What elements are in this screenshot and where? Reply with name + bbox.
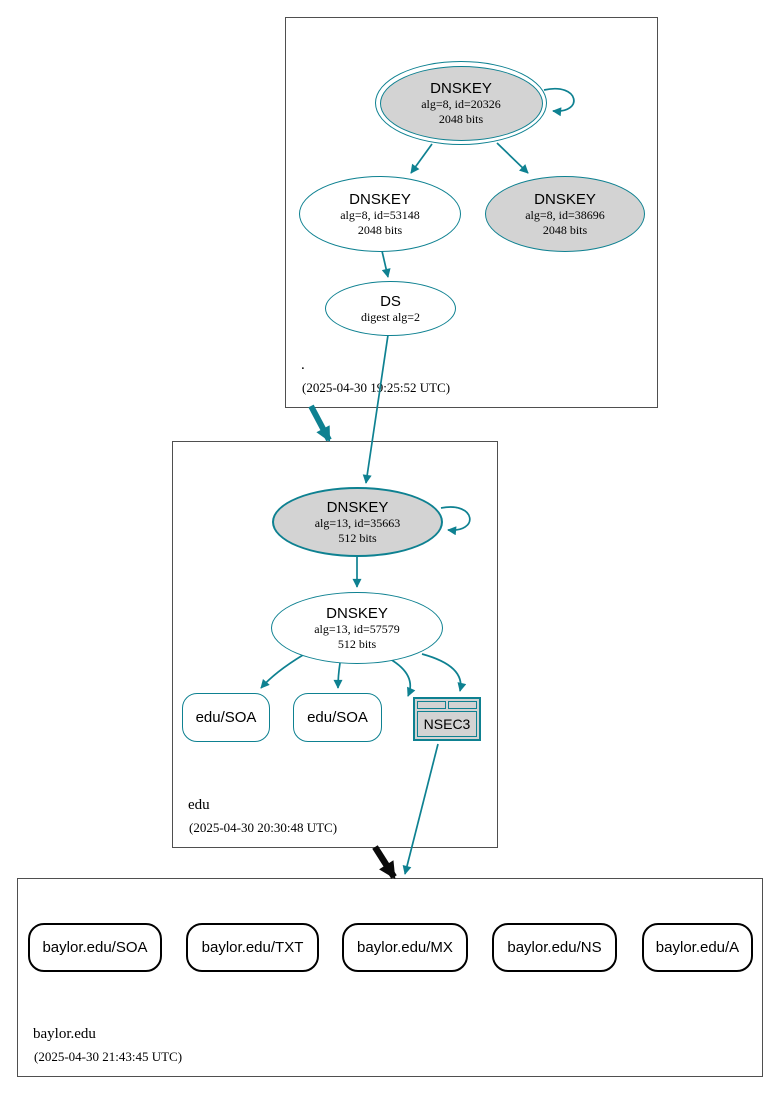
baylor-edu-ns-label: baylor.edu/NS bbox=[507, 939, 602, 956]
zone-box-edu: edu (2025-04-30 20:30:48 UTC) bbox=[172, 441, 498, 848]
baylor-edu-mx-node[interactable]: baylor.edu/MX bbox=[342, 923, 468, 972]
dnskey-53148-title: DNSKEY bbox=[349, 190, 411, 208]
zone-timestamp-baylor-edu: (2025-04-30 21:43:45 UTC) bbox=[34, 1049, 183, 1064]
zone-timestamp-root: (2025-04-30 19:25:52 UTC) bbox=[302, 380, 451, 395]
dnskey-57579-alg-id: alg=13, id=57579 bbox=[314, 622, 400, 637]
baylor-edu-a-node[interactable]: baylor.edu/A bbox=[642, 923, 753, 972]
dnskey-20326-title: DNSKEY bbox=[430, 79, 492, 97]
ds-node[interactable]: DS digest alg=2 bbox=[325, 281, 456, 336]
edu-soa-1-label: edu/SOA bbox=[195, 709, 257, 726]
baylor-edu-soa-label: baylor.edu/SOA bbox=[42, 939, 148, 956]
baylor-edu-txt-node[interactable]: baylor.edu/TXT bbox=[186, 923, 319, 972]
zone-name-root: . bbox=[301, 357, 305, 373]
dnskey-53148-bits: 2048 bits bbox=[357, 222, 403, 237]
zone-name-edu: edu bbox=[188, 797, 210, 813]
dnskey-38696-title: DNSKEY bbox=[534, 190, 596, 208]
zone-timestamp-edu: (2025-04-30 20:30:48 UTC) bbox=[189, 820, 338, 835]
dnskey-38696-alg-id: alg=8, id=38696 bbox=[525, 208, 605, 223]
dnskey-35663-alg-id: alg=13, id=35663 bbox=[314, 516, 401, 531]
nsec3-label: NSEC3 bbox=[417, 711, 477, 737]
edu-soa-node-2[interactable]: edu/SOA bbox=[293, 693, 382, 742]
dnskey-53148-node[interactable]: DNSKEY alg=8, id=53148 2048 bits bbox=[299, 176, 461, 252]
edge-edu-zone-to-baylor-zone bbox=[372, 845, 397, 880]
dnskey-57579-node[interactable]: DNSKEY alg=13, id=57579 512 bits bbox=[271, 592, 443, 664]
baylor-edu-ns-node[interactable]: baylor.edu/NS bbox=[492, 923, 617, 972]
nsec3-header-row bbox=[417, 701, 477, 709]
dnskey-57579-bits: 512 bits bbox=[337, 636, 377, 651]
nsec3-header-cell-2 bbox=[448, 701, 477, 709]
edu-soa-2-label: edu/SOA bbox=[307, 709, 368, 726]
zone-name-baylor-edu: baylor.edu bbox=[33, 1026, 96, 1042]
dnskey-35663-title: DNSKEY bbox=[326, 498, 389, 516]
dnskey-38696-bits: 2048 bits bbox=[542, 222, 588, 237]
nsec3-node[interactable]: NSEC3 bbox=[413, 697, 481, 741]
dnskey-20326-bits: 2048 bits bbox=[438, 111, 484, 126]
baylor-edu-mx-label: baylor.edu/MX bbox=[357, 939, 453, 956]
zone-box-baylor-edu: baylor.edu (2025-04-30 21:43:45 UTC) bbox=[17, 878, 763, 1077]
dnskey-35663-bits: 512 bits bbox=[338, 530, 377, 545]
ds-digest-alg: digest alg=2 bbox=[360, 309, 421, 324]
edge-root-zone-to-edu-zone bbox=[308, 404, 332, 442]
nsec3-header-cell-1 bbox=[417, 701, 446, 709]
edu-soa-node-1[interactable]: edu/SOA bbox=[182, 693, 270, 742]
dnskey-53148-alg-id: alg=8, id=53148 bbox=[340, 208, 420, 223]
baylor-edu-soa-node[interactable]: baylor.edu/SOA bbox=[28, 923, 162, 972]
dnskey-20326-alg-id: alg=8, id=20326 bbox=[421, 97, 501, 112]
dnskey-38696-node[interactable]: DNSKEY alg=8, id=38696 2048 bits bbox=[485, 176, 645, 252]
baylor-edu-txt-label: baylor.edu/TXT bbox=[201, 939, 304, 956]
ds-title: DS bbox=[380, 292, 401, 310]
dnskey-35663-node[interactable]: DNSKEY alg=13, id=35663 512 bits bbox=[272, 487, 443, 557]
baylor-edu-a-label: baylor.edu/A bbox=[655, 939, 740, 956]
dnskey-57579-title: DNSKEY bbox=[326, 604, 388, 622]
dnskey-20326-node[interactable]: DNSKEY alg=8, id=20326 2048 bits bbox=[375, 61, 547, 145]
dnskey-20326-body: DNSKEY alg=8, id=20326 2048 bits bbox=[379, 65, 543, 141]
